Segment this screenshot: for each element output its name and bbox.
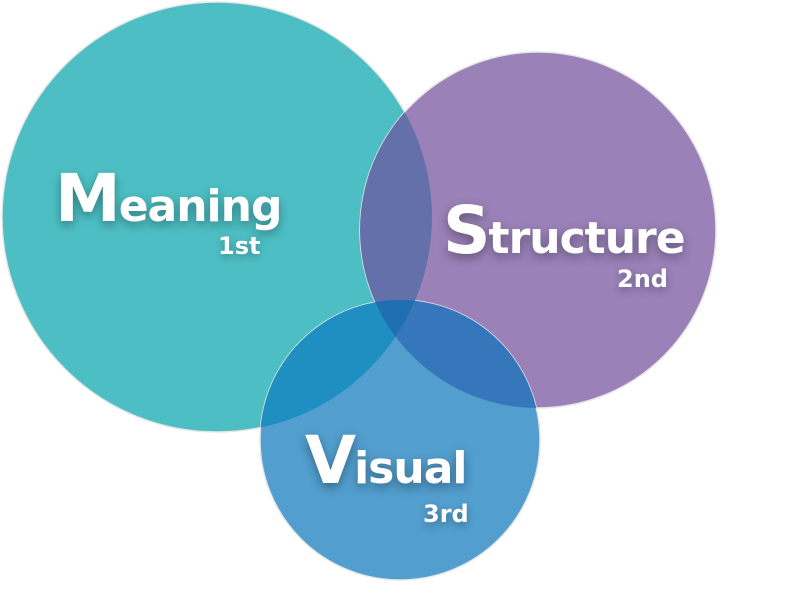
meaning-initial: M — [55, 160, 121, 237]
structure-initial: S — [443, 192, 491, 269]
structure-rest: tructure — [488, 213, 686, 264]
visual-label: Visual — [305, 422, 467, 499]
meaning-rest: eaning — [118, 181, 283, 232]
structure-visual-overlap — [360, 300, 540, 408]
visual-initial: V — [305, 422, 356, 499]
visual-rest: isual — [354, 443, 467, 494]
meaning-label: Meaning — [55, 160, 283, 237]
structure-label: Structure — [443, 192, 686, 269]
meaning-rank: 1st — [218, 232, 261, 260]
meaning-visual-overlap — [260, 300, 432, 432]
visual-rank: 3rd — [423, 500, 469, 528]
structure-rank: 2nd — [617, 265, 668, 293]
